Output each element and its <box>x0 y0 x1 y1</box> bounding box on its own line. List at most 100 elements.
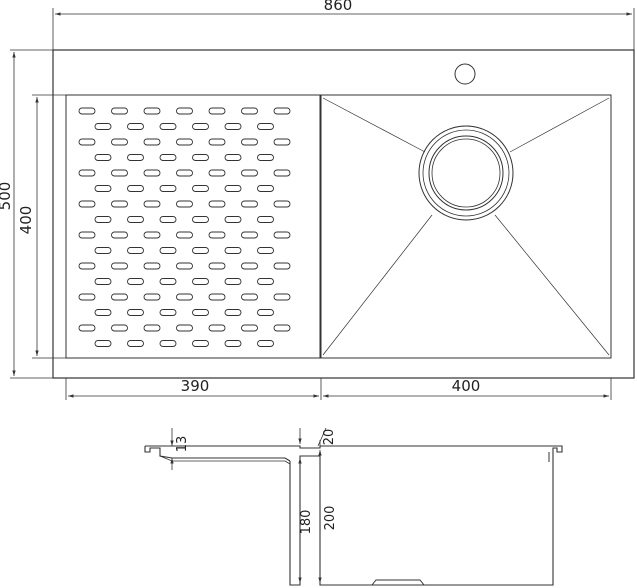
drain-slot <box>143 200 161 208</box>
sink-outline <box>52 49 635 379</box>
drain-slot <box>127 185 144 192</box>
drain-slot <box>94 123 112 130</box>
drain-slot <box>192 278 209 285</box>
drain-slot <box>127 247 144 254</box>
drain-slot <box>159 309 177 316</box>
drain-slot <box>143 169 161 177</box>
drain-slot <box>241 293 258 301</box>
drain-slot <box>273 231 291 239</box>
drain-slot <box>241 200 258 208</box>
drain-slot <box>192 154 209 161</box>
plan-view: 860 500 400 <box>0 0 635 400</box>
drain-slot <box>78 293 96 301</box>
drain-slot <box>224 185 242 192</box>
drain-slot <box>273 200 291 208</box>
drain-slot <box>192 216 209 223</box>
drain-slot <box>127 278 144 285</box>
drain-slot <box>78 231 96 239</box>
drain-slot <box>257 154 274 161</box>
drain-slot <box>208 107 226 115</box>
drain-slot <box>94 185 112 192</box>
drain-outlet <box>418 125 514 221</box>
drain-slot <box>94 216 112 223</box>
drain-slot <box>143 324 161 332</box>
drain-slot <box>111 231 128 239</box>
drain-slot <box>176 293 193 301</box>
drain-slot <box>208 231 226 239</box>
drain-slot <box>78 262 96 270</box>
drain-slot <box>111 138 128 146</box>
drain-slot <box>241 107 258 115</box>
drain-slot <box>159 216 177 223</box>
drain-slot <box>159 247 177 254</box>
drain-slot <box>273 107 291 115</box>
drain-slot <box>208 138 226 146</box>
overall-width-label: 860 <box>324 0 353 14</box>
drainboard-width-label: 390 <box>181 377 210 395</box>
drain-slot <box>176 107 193 115</box>
drain-slot <box>192 309 209 316</box>
drain-slot <box>159 185 177 192</box>
drain-slot <box>273 169 291 177</box>
drain-slot <box>208 200 226 208</box>
drain-slot <box>176 169 193 177</box>
drain-slot <box>143 107 161 115</box>
bowl-height-label: 200 <box>323 506 338 531</box>
drain-slot <box>94 278 112 285</box>
drain-slot <box>111 262 128 270</box>
drainboard-slots <box>78 107 291 347</box>
drain-slot <box>257 247 274 254</box>
drain-slot <box>208 293 226 301</box>
section-view: 13 20 180 200 <box>144 427 563 586</box>
drain-slot <box>94 309 112 316</box>
drain-slot <box>111 200 128 208</box>
drain-slot <box>224 154 242 161</box>
drain-slot <box>159 123 177 130</box>
drain-slot <box>159 278 177 285</box>
drain-slot <box>257 309 274 316</box>
drain-slot <box>273 262 291 270</box>
drainboard-depth-label: 180 <box>299 510 314 535</box>
drain-slot <box>241 262 258 270</box>
drain-slot <box>257 340 274 347</box>
drain-slot <box>224 247 242 254</box>
drain-slot <box>94 154 112 161</box>
drain-slot <box>127 216 144 223</box>
drain-slot <box>176 262 193 270</box>
drain-slot <box>273 138 291 146</box>
rim-height-label: 20 <box>322 429 337 446</box>
drain-slot <box>208 169 226 177</box>
bowl-outline <box>320 94 612 359</box>
drain-slot <box>78 169 96 177</box>
drain-slot <box>78 138 96 146</box>
tap-hole <box>454 63 476 85</box>
drain-slot <box>273 293 291 301</box>
drain-slot <box>192 340 209 347</box>
drain-slot <box>257 123 274 130</box>
drain-slot <box>273 324 291 332</box>
bowl-width-label: 400 <box>452 377 481 395</box>
drain-slot <box>159 154 177 161</box>
bowl-slope-lines <box>322 97 610 356</box>
drain-slot <box>241 324 258 332</box>
drain-slot <box>78 200 96 208</box>
drain-slot <box>78 107 96 115</box>
drain-slot <box>208 324 226 332</box>
drain-slot <box>241 231 258 239</box>
drain-slot <box>111 324 128 332</box>
drain-slot <box>192 185 209 192</box>
drain-slot <box>224 278 242 285</box>
drain-slot <box>192 247 209 254</box>
drain-slot <box>78 324 96 332</box>
drain-slot <box>143 293 161 301</box>
drain-slot <box>257 185 274 192</box>
drainboard-panel <box>65 94 321 359</box>
drain-slot <box>224 123 242 130</box>
drain-slot <box>176 231 193 239</box>
drain-slot <box>111 169 128 177</box>
overall-depth-label: 500 <box>0 182 14 211</box>
drain-slot <box>224 340 242 347</box>
drain-slot <box>176 200 193 208</box>
inner-depth-label: 400 <box>17 206 35 235</box>
